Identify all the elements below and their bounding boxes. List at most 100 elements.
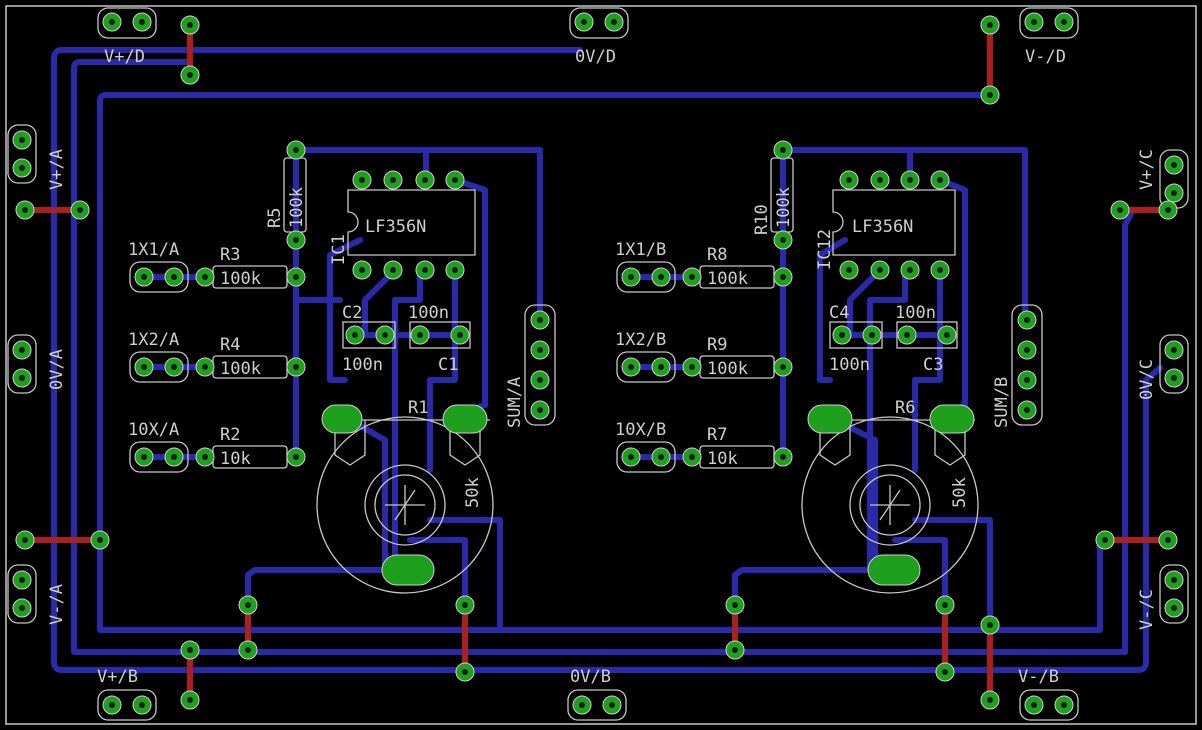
label-1x2-b: 1X2/B <box>615 330 666 350</box>
pad-hole <box>202 274 208 280</box>
pad-hole <box>19 605 25 611</box>
pad-hole <box>780 237 786 243</box>
label-vminus-b: V-/B <box>1018 667 1059 687</box>
pad-hole <box>171 454 177 460</box>
pad-hole <box>1024 377 1030 383</box>
pad-hole <box>581 19 587 25</box>
label-r5-value: 100k <box>287 187 307 228</box>
pad-hole <box>987 697 993 703</box>
pad-hole <box>293 454 299 460</box>
label-ic12: IC12 <box>815 229 835 270</box>
pad-hole <box>987 92 993 98</box>
label-vplus-d: V+/D <box>104 47 145 67</box>
pad-hole <box>537 407 543 413</box>
pad-hole <box>422 177 428 183</box>
pad-hole <box>658 454 664 460</box>
pad-hole <box>1061 19 1067 25</box>
pad-hole <box>907 177 913 183</box>
label-vplus-b: V+/B <box>97 667 138 687</box>
pad-hole <box>77 207 83 213</box>
pad-hole <box>141 274 147 280</box>
label-c1-value: 100n <box>408 303 449 323</box>
label-r7: R7 <box>707 425 727 445</box>
pad-hole <box>1171 347 1177 353</box>
pad-hole <box>97 537 103 543</box>
pad-hole <box>537 347 543 353</box>
pad-hole <box>1171 605 1177 611</box>
pad-hole <box>19 577 25 583</box>
pad-hole <box>628 274 634 280</box>
pad-hole <box>611 19 617 25</box>
label-ic1: IC1 <box>329 234 349 265</box>
pad-hole <box>139 19 145 25</box>
pad-hole <box>579 702 585 708</box>
pad-hole <box>1031 702 1037 708</box>
label-vplus-c: V+/C <box>1137 149 1157 190</box>
label-r1-value: 50k <box>463 477 483 508</box>
pad-hole <box>187 22 193 28</box>
pad-hole <box>937 267 943 273</box>
label-1x1-a: 1X1/A <box>128 240 179 260</box>
label-r8: R8 <box>707 245 727 265</box>
label-c3: C3 <box>923 355 943 375</box>
pad-hole <box>937 177 943 183</box>
label-r4: R4 <box>220 335 240 355</box>
pad-hole <box>609 702 615 708</box>
pad-hole <box>359 177 365 183</box>
pad-hole <box>1171 190 1177 196</box>
pad-hole <box>1165 537 1171 543</box>
pad-hole <box>462 602 468 608</box>
pad-hole <box>109 702 115 708</box>
label-zero-b: 0V/B <box>570 667 611 687</box>
trimmer-pads <box>321 404 975 586</box>
pad-hole <box>944 332 950 338</box>
label-r9: R9 <box>707 335 727 355</box>
label-10x-b: 10X/B <box>615 420 666 440</box>
label-vminus-d: V-/D <box>1025 47 1066 67</box>
pad-hole <box>422 267 428 273</box>
pad-hole <box>1171 577 1177 583</box>
pad-hole <box>1031 19 1037 25</box>
pad-hole <box>1061 702 1067 708</box>
label-r2: R2 <box>220 425 240 445</box>
pad-hole <box>780 147 786 153</box>
pad-hole <box>1171 375 1177 381</box>
label-r3-value: 100k <box>220 269 261 289</box>
pad-hole <box>457 332 463 338</box>
pad-hole <box>19 375 25 381</box>
pad-hole <box>19 137 25 143</box>
label-1x2-a: 1X2/A <box>128 330 179 350</box>
pad-hole <box>293 147 299 153</box>
label-r5: R5 <box>265 208 285 228</box>
label-c4: C4 <box>829 303 849 323</box>
label-vplus-a: V+/A <box>47 149 67 190</box>
label-zero-c: 0V/C <box>1137 359 1157 400</box>
label-c2: C2 <box>342 303 362 323</box>
pad-hole <box>245 647 251 653</box>
pad-hole <box>877 267 883 273</box>
labels: V+/D 0V/D V-/D V+/B 0V/B V-/B V+/A 0V/A … <box>47 47 1157 687</box>
pad-hole <box>877 177 883 183</box>
label-r8-value: 100k <box>707 269 748 289</box>
label-r1: R1 <box>408 398 428 418</box>
pad-hole <box>171 274 177 280</box>
label-r6: R6 <box>895 398 915 418</box>
pad-hole <box>22 537 28 543</box>
pad-hole <box>780 364 786 370</box>
label-r10-value: 100k <box>774 187 794 228</box>
pad-hole <box>689 364 695 370</box>
label-c3-value: 100n <box>895 303 936 323</box>
pad-hole <box>658 364 664 370</box>
pad-hole <box>19 347 25 353</box>
label-vminus-c: V-/C <box>1137 589 1157 630</box>
pad-hole <box>869 332 875 338</box>
label-c4-value: 100n <box>829 355 870 375</box>
label-r3: R3 <box>220 245 240 265</box>
pad-hole <box>202 364 208 370</box>
pad-hole <box>628 364 634 370</box>
pad-hole <box>390 267 396 273</box>
pad-hole <box>780 454 786 460</box>
label-10x-a: 10X/A <box>128 420 179 440</box>
pad-hole <box>942 602 948 608</box>
